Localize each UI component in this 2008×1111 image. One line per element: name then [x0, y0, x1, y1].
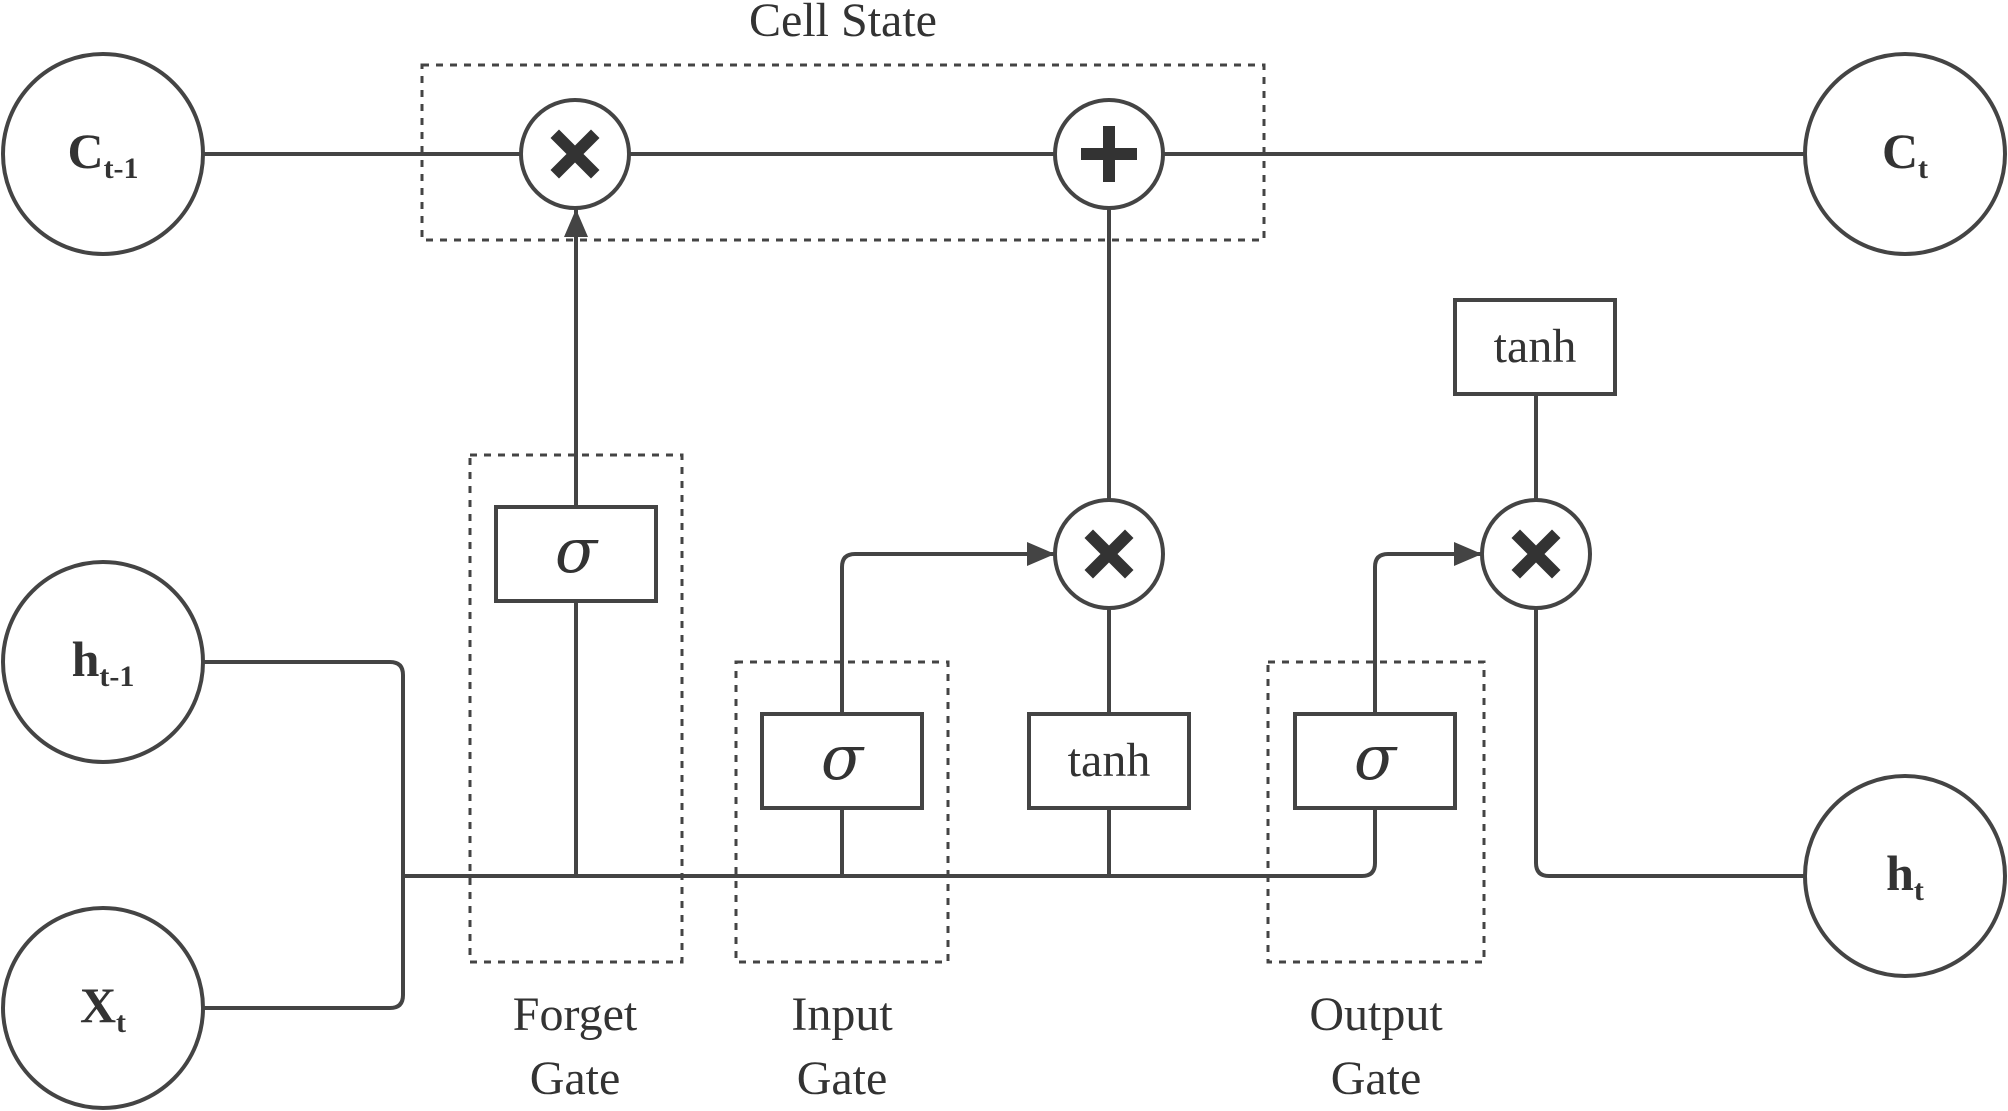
input-multiply-op — [1053, 498, 1165, 610]
node-c-next-main: C — [1882, 123, 1918, 179]
forget-gate-box — [468, 453, 684, 964]
output-gate-box — [1266, 660, 1486, 964]
node-h-prev-main: h — [72, 631, 100, 687]
node-h-next-main: h — [1886, 845, 1914, 901]
multiply-icon — [550, 129, 600, 179]
cell-state-label: Cell State — [749, 0, 937, 47]
arrow-to-forget-mult — [564, 209, 588, 237]
output-sigma-label: σ — [1354, 721, 1398, 794]
multiply-icon — [1511, 529, 1561, 579]
candidate-tanh-box: tanh — [1027, 712, 1191, 810]
forget-multiply-op — [519, 98, 631, 210]
connection-wires — [203, 152, 1805, 1010]
node-x-t-sub: t — [116, 1006, 126, 1039]
output-tanh-box: tanh — [1453, 298, 1617, 396]
input-sigma-box: σ — [760, 712, 924, 810]
arrow-to-output-mult — [1454, 542, 1482, 566]
output-gate-label-line2: Gate — [1331, 1052, 1422, 1105]
candidate-tanh-label: tanh — [1068, 734, 1151, 787]
arrow-to-input-mult — [1027, 542, 1055, 566]
wire-input-bus — [403, 808, 1377, 878]
node-c-prev: Ct-1 — [1, 52, 205, 256]
node-h-prev-sub: t-1 — [99, 660, 134, 693]
svg-text:Ct: Ct — [1882, 123, 1928, 185]
node-h-prev: ht-1 — [1, 560, 205, 764]
node-h-next: ht — [1803, 774, 2007, 978]
forget-sigma-box: σ — [494, 505, 658, 603]
plus-icon — [1081, 126, 1137, 182]
forget-gate-label-line1: Forget — [513, 988, 638, 1041]
svg-text:Ct-1: Ct-1 — [67, 123, 138, 185]
output-gate-label-line1: Output — [1309, 988, 1443, 1041]
svg-text:Xt: Xt — [80, 977, 126, 1039]
input-gate-label-line2: Gate — [797, 1052, 888, 1105]
node-h-next-sub: t — [1914, 874, 1924, 907]
input-gate-label-line1: Input — [791, 988, 893, 1041]
node-c-next-sub: t — [1918, 152, 1928, 185]
node-x-t-main: X — [80, 977, 116, 1033]
node-c-prev-sub: t-1 — [104, 152, 139, 185]
svg-text:ht-1: ht-1 — [72, 631, 135, 693]
output-tanh-label: tanh — [1494, 320, 1577, 373]
input-gate-box — [734, 660, 950, 964]
wire-hprev-xt-merge — [203, 660, 405, 1010]
multiply-icon — [1084, 529, 1134, 579]
node-c-prev-main: C — [67, 123, 103, 179]
wire-output-sigma-to-mult — [1373, 552, 1482, 714]
wire-output-mult-to-hnext — [1534, 608, 1805, 878]
forget-sigma-label: σ — [555, 514, 599, 587]
output-multiply-op — [1480, 498, 1592, 610]
svg-text:ht: ht — [1886, 845, 1924, 907]
input-sigma-label: σ — [821, 721, 865, 794]
arrowheads — [564, 142, 1833, 888]
node-c-next: Ct — [1803, 52, 2007, 256]
cell-add-op — [1053, 98, 1165, 210]
wire-input-sigma-to-mult — [840, 552, 1054, 714]
forget-gate-label-line2: Gate — [530, 1052, 621, 1105]
output-sigma-box: σ — [1293, 712, 1457, 810]
node-x-t: Xt — [1, 906, 205, 1110]
